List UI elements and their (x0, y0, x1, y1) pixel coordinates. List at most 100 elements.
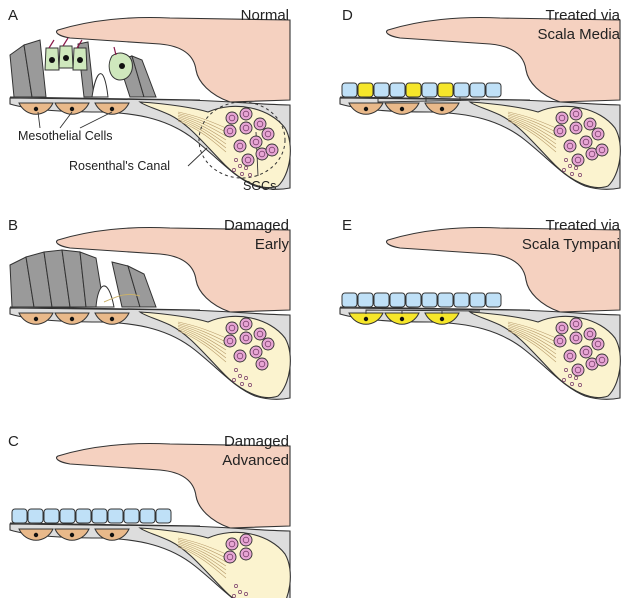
sgc-cell (553, 334, 567, 348)
sgc-cell (239, 547, 253, 561)
panel-graphics (9, 16, 291, 190)
nerve-fiber (507, 330, 557, 363)
nerve-fiber (177, 119, 227, 149)
sgc-small (232, 378, 236, 382)
sgc-cell (571, 363, 585, 377)
nerve-fiber (177, 326, 227, 351)
mesothelial-nucleus (33, 532, 39, 538)
sgc-small (244, 376, 248, 380)
panel-title-line-1: Damaged (224, 433, 289, 450)
nerve-fiber (507, 111, 557, 129)
sgc-small (232, 168, 236, 172)
mesothelial-nucleus (69, 316, 75, 322)
sgc-small (562, 168, 566, 172)
sgc-cell (233, 139, 247, 153)
sgc-nucleus (244, 156, 252, 164)
sgc-nucleus (556, 127, 564, 135)
panel-graphics (339, 226, 621, 400)
nerve-fiber (177, 321, 227, 339)
panel-letter: A (8, 7, 18, 24)
panel-title-line-2: Scala Tympani (522, 236, 620, 253)
sgc-nucleus (228, 114, 236, 122)
sgc-cell (253, 117, 267, 131)
sgc-small (570, 382, 574, 386)
sgc-cell (239, 533, 253, 547)
sgc-nucleus (242, 334, 250, 342)
sgc-nucleus (558, 324, 566, 332)
nerve-fiber (507, 120, 557, 153)
flat-epithelial-cell (469, 292, 486, 308)
flat-epithelial-cell (437, 292, 454, 308)
sgc-cell (583, 327, 597, 341)
nerve-fiber (507, 119, 557, 149)
nerve-fiber (507, 323, 557, 343)
label-mesothelial-cells: Mesothelial Cells (18, 129, 112, 143)
sgc-nucleus (558, 114, 566, 122)
sgc-small (234, 584, 238, 588)
sgc-nucleus (268, 146, 276, 154)
flat-epithelial-cell (389, 82, 406, 98)
panel-title-line-1: Treated via (546, 7, 621, 24)
nerve-fiber (507, 114, 557, 137)
tectorial-region (385, 16, 621, 103)
sgc-small (238, 164, 242, 168)
sgc-nucleus (572, 320, 580, 328)
tunnel-of-corti (91, 73, 109, 98)
sgc-small (248, 173, 252, 177)
nerve-fiber (177, 537, 227, 555)
flat-epithelial-cell (357, 82, 374, 98)
nerve-fiber (177, 546, 227, 579)
sgc-small (574, 376, 578, 380)
sgc-cell (241, 153, 255, 167)
sgc-cell (555, 111, 569, 125)
nerve-fiber (177, 120, 227, 153)
sgc-nucleus (226, 553, 234, 561)
flat-epithelial-cell (373, 82, 390, 98)
sgc-cell (553, 124, 567, 138)
inner-hair-cell-nucleus (119, 63, 125, 69)
sgc-cell (223, 334, 237, 348)
sgc-cell (583, 117, 597, 131)
flat-epithelial-cell (341, 82, 358, 98)
sgc-cell (595, 353, 609, 367)
panel-letter: C (8, 433, 19, 450)
sgc-cell (239, 121, 253, 135)
stereocilia (62, 37, 69, 47)
panel-title-line-1: Normal (241, 7, 289, 24)
sgc-small (238, 374, 242, 378)
tectorial-region (55, 442, 291, 529)
nerve-fiber (507, 321, 557, 339)
sgc-nucleus (598, 356, 606, 364)
nerve-fiber (177, 111, 227, 129)
sgc-cell (595, 143, 609, 157)
sgc-cell (249, 345, 263, 359)
panel-title-line-2: Advanced (222, 452, 289, 469)
nerve-fiber (507, 324, 557, 347)
sgc-nucleus (236, 352, 244, 360)
sgc-cell (225, 321, 239, 335)
sgc-nucleus (226, 127, 234, 135)
supporting-cell (23, 39, 47, 98)
sgc-small (234, 158, 238, 162)
flat-epithelial-cell (389, 292, 406, 308)
nerve-fiber (507, 329, 557, 359)
stereocilia (48, 39, 55, 49)
mesothelial-nucleus (439, 316, 445, 322)
hair-cell-nucleus (77, 57, 83, 63)
sgc-cell (261, 127, 275, 141)
sgc-nucleus (586, 120, 594, 128)
mesothelial-nucleus (109, 532, 115, 538)
sgc-cell (249, 135, 263, 149)
nerve-region (138, 101, 291, 188)
sgc-nucleus (242, 124, 250, 132)
supporting-cell (127, 265, 157, 308)
panel-damaged-early: B Damaged Early (8, 217, 291, 400)
sgc-nucleus (572, 110, 580, 118)
sgc-nucleus (256, 330, 264, 338)
flat-epithelial-cell (357, 292, 374, 308)
sgc-nucleus (242, 320, 250, 328)
sgc-cell (563, 349, 577, 363)
stereocilia (113, 46, 117, 56)
basilar-membrane (339, 306, 531, 311)
nerve-fiber (177, 324, 227, 347)
